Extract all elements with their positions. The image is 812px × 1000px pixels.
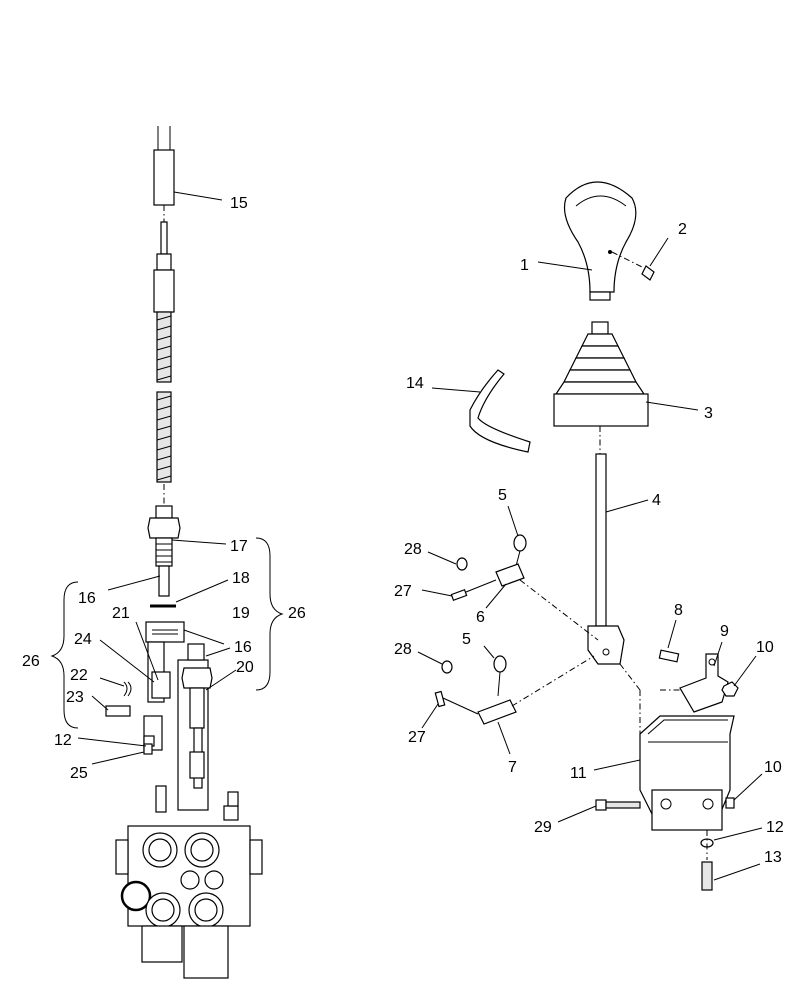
label-10a: 10 bbox=[756, 639, 774, 656]
knob bbox=[563, 181, 637, 293]
cable-sleeve bbox=[153, 149, 175, 206]
label-20: 20 bbox=[236, 659, 254, 676]
label-3: 3 bbox=[704, 405, 713, 422]
label-27a: 27 bbox=[394, 583, 412, 600]
small-parts-left bbox=[105, 681, 153, 755]
label-5b: 5 bbox=[462, 631, 471, 648]
label-5a: 5 bbox=[498, 487, 507, 504]
label-22: 22 bbox=[70, 667, 88, 684]
brace-right bbox=[255, 537, 284, 691]
label-27b: 27 bbox=[408, 729, 426, 746]
label-25: 25 bbox=[70, 765, 88, 782]
label-4: 4 bbox=[652, 492, 661, 509]
label-21: 21 bbox=[112, 605, 130, 622]
leader-lines bbox=[77, 191, 763, 881]
strap bbox=[469, 369, 531, 453]
label-14: 14 bbox=[406, 375, 424, 392]
boot bbox=[553, 393, 649, 427]
label-12b: 12 bbox=[766, 819, 784, 836]
label-10b: 10 bbox=[764, 759, 782, 776]
label-26b: 26 bbox=[288, 605, 306, 622]
label-7: 7 bbox=[508, 759, 517, 776]
label-13: 13 bbox=[764, 849, 782, 866]
label-2: 2 bbox=[678, 221, 687, 238]
label-1: 1 bbox=[520, 257, 529, 274]
label-28a: 28 bbox=[404, 541, 422, 558]
threaded-fitting bbox=[147, 517, 181, 539]
label-16b: 16 bbox=[234, 639, 252, 656]
valve-assembly bbox=[115, 621, 263, 979]
label-8: 8 bbox=[674, 602, 683, 619]
base-housing bbox=[595, 649, 739, 891]
joystick-assembly bbox=[469, 181, 655, 665]
brace-left bbox=[50, 581, 79, 729]
label-24: 24 bbox=[74, 631, 92, 648]
label-6: 6 bbox=[476, 609, 485, 626]
label-15: 15 bbox=[230, 195, 248, 212]
label-16a: 16 bbox=[78, 590, 96, 607]
label-19: 19 bbox=[232, 605, 250, 622]
lever-rod bbox=[595, 453, 607, 627]
label-23: 23 bbox=[66, 689, 84, 706]
cable-assembly bbox=[147, 126, 181, 608]
callout-labels: 15 17 16 18 19 26 21 16 24 26 20 22 23 1… bbox=[22, 195, 784, 866]
label-18: 18 bbox=[232, 570, 250, 587]
label-29: 29 bbox=[534, 819, 552, 836]
label-17: 17 bbox=[230, 538, 248, 555]
pivot-parts bbox=[434, 534, 599, 725]
label-9: 9 bbox=[720, 623, 729, 640]
label-11: 11 bbox=[570, 765, 587, 782]
bracket bbox=[679, 653, 729, 713]
label-28b: 28 bbox=[394, 641, 412, 658]
label-12a: 12 bbox=[54, 732, 72, 749]
label-26a: 26 bbox=[22, 653, 40, 670]
